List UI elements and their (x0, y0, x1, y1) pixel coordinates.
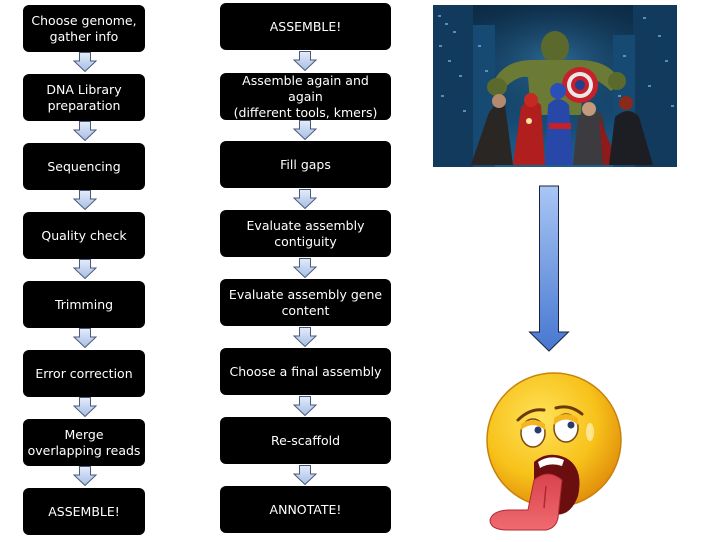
step-trimming: Trimming (23, 281, 145, 328)
step-label: DNA Library preparation (46, 81, 122, 113)
step-sequencing: Sequencing (23, 143, 145, 190)
step-label: ANNOTATE! (269, 501, 342, 517)
down-arrow-icon (293, 258, 317, 278)
step-fill-gaps: Fill gaps (220, 141, 391, 188)
step-label: Trimming (54, 296, 114, 312)
step-label: Choose genome, gather info (31, 12, 137, 44)
exhausted-emoji-icon (478, 368, 628, 542)
step-label: Error correction (35, 365, 133, 381)
down-arrow-icon (73, 190, 97, 210)
down-arrow-icon (293, 189, 317, 209)
step-assemble-left: ASSEMBLE! (23, 488, 145, 535)
down-arrow-icon (293, 120, 317, 140)
step-label: Assemble again and again (different tool… (233, 72, 378, 120)
step-label: ASSEMBLE! (48, 503, 120, 519)
step-label: Evaluate assembly gene content (228, 286, 383, 318)
step-label: Sequencing (47, 158, 121, 174)
down-arrow-icon (73, 121, 97, 141)
down-arrow-icon (73, 466, 97, 486)
step-label: ASSEMBLE! (269, 18, 342, 34)
step-label: Fill gaps (280, 156, 331, 172)
down-arrow-icon (293, 51, 317, 71)
step-dna-library-prep: DNA Library preparation (23, 74, 145, 121)
step-choose-final-assembly: Choose a final assembly (220, 348, 391, 395)
step-annotate: ANNOTATE! (220, 486, 391, 533)
down-arrow-icon (73, 397, 97, 417)
step-evaluate-contiguity: Evaluate assembly contiguity (220, 210, 391, 257)
down-arrow-icon (73, 259, 97, 279)
large-down-arrow-icon (527, 185, 571, 359)
down-arrow-icon (293, 465, 317, 485)
step-label: Re-scaffold (270, 432, 341, 448)
step-evaluate-gene-content: Evaluate assembly gene content (220, 279, 391, 326)
step-quality-check: Quality check (23, 212, 145, 259)
step-re-scaffold: Re-scaffold (220, 417, 391, 464)
step-error-correction: Error correction (23, 350, 145, 397)
step-label: Choose a final assembly (229, 363, 382, 379)
superhero-team-image (433, 5, 677, 167)
down-arrow-icon (73, 52, 97, 72)
down-arrow-icon (293, 396, 317, 416)
step-label: Merge overlapping reads (27, 426, 141, 458)
down-arrow-icon (73, 328, 97, 348)
step-assemble-right: ASSEMBLE! (220, 3, 391, 50)
step-assemble-again: Assemble again and again (different tool… (220, 73, 391, 120)
down-arrow-icon (293, 327, 317, 347)
step-choose-genome: Choose genome, gather info (23, 5, 145, 52)
step-label: Evaluate assembly contiguity (246, 217, 365, 249)
step-merge-reads: Merge overlapping reads (23, 419, 145, 466)
step-label: Quality check (41, 227, 127, 243)
